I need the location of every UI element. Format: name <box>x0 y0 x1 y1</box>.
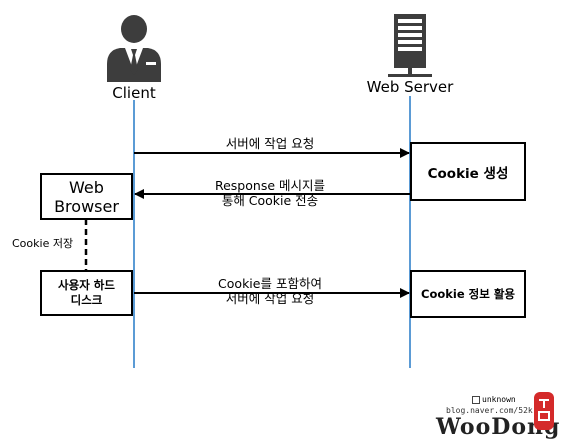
request-label-2-line-1: Cookie를 포함하여 <box>218 276 322 291</box>
cookie-use-box: Cookie 정보 활용 <box>410 270 526 318</box>
seal-stamp-icon <box>534 392 554 430</box>
cookie-store-label: Cookie 저장 <box>12 237 74 250</box>
badge-icon <box>472 395 480 404</box>
response-label: Response 메시지를 통해 Cookie 전송 <box>170 178 370 208</box>
server-tower-icon <box>388 14 432 77</box>
watermark-unknown: unknown <box>472 395 516 404</box>
web-browser-line-1: Web <box>69 177 104 197</box>
web-browser-line-2: Browser <box>54 196 119 216</box>
hard-disk-box: 사용자 하드 디스크 <box>40 270 133 316</box>
businessman-icon <box>107 15 161 82</box>
request-label-1: 서버에 작업 요청 <box>225 136 315 151</box>
cookie-create-box: Cookie 생성 <box>410 142 526 201</box>
watermark-url: blog.naver.com/52k <box>446 406 533 415</box>
request-label-2: Cookie를 포함하여 서버에 작업 요청 <box>170 276 370 306</box>
hard-disk-line-2: 디스크 <box>70 293 103 307</box>
web-browser-box: Web Browser <box>40 173 133 220</box>
response-label-line-2: 통해 Cookie 전송 <box>221 193 319 208</box>
server-label: Web Server <box>366 78 454 96</box>
client-label: Client <box>112 84 156 102</box>
watermark: unknown blog.naver.com/52k WooDong <box>436 392 560 444</box>
request-label-2-line-2: 서버에 작업 요청 <box>225 291 315 306</box>
hard-disk-line-1: 사용자 하드 <box>58 278 115 292</box>
response-label-line-1: Response 메시지를 <box>214 178 325 193</box>
